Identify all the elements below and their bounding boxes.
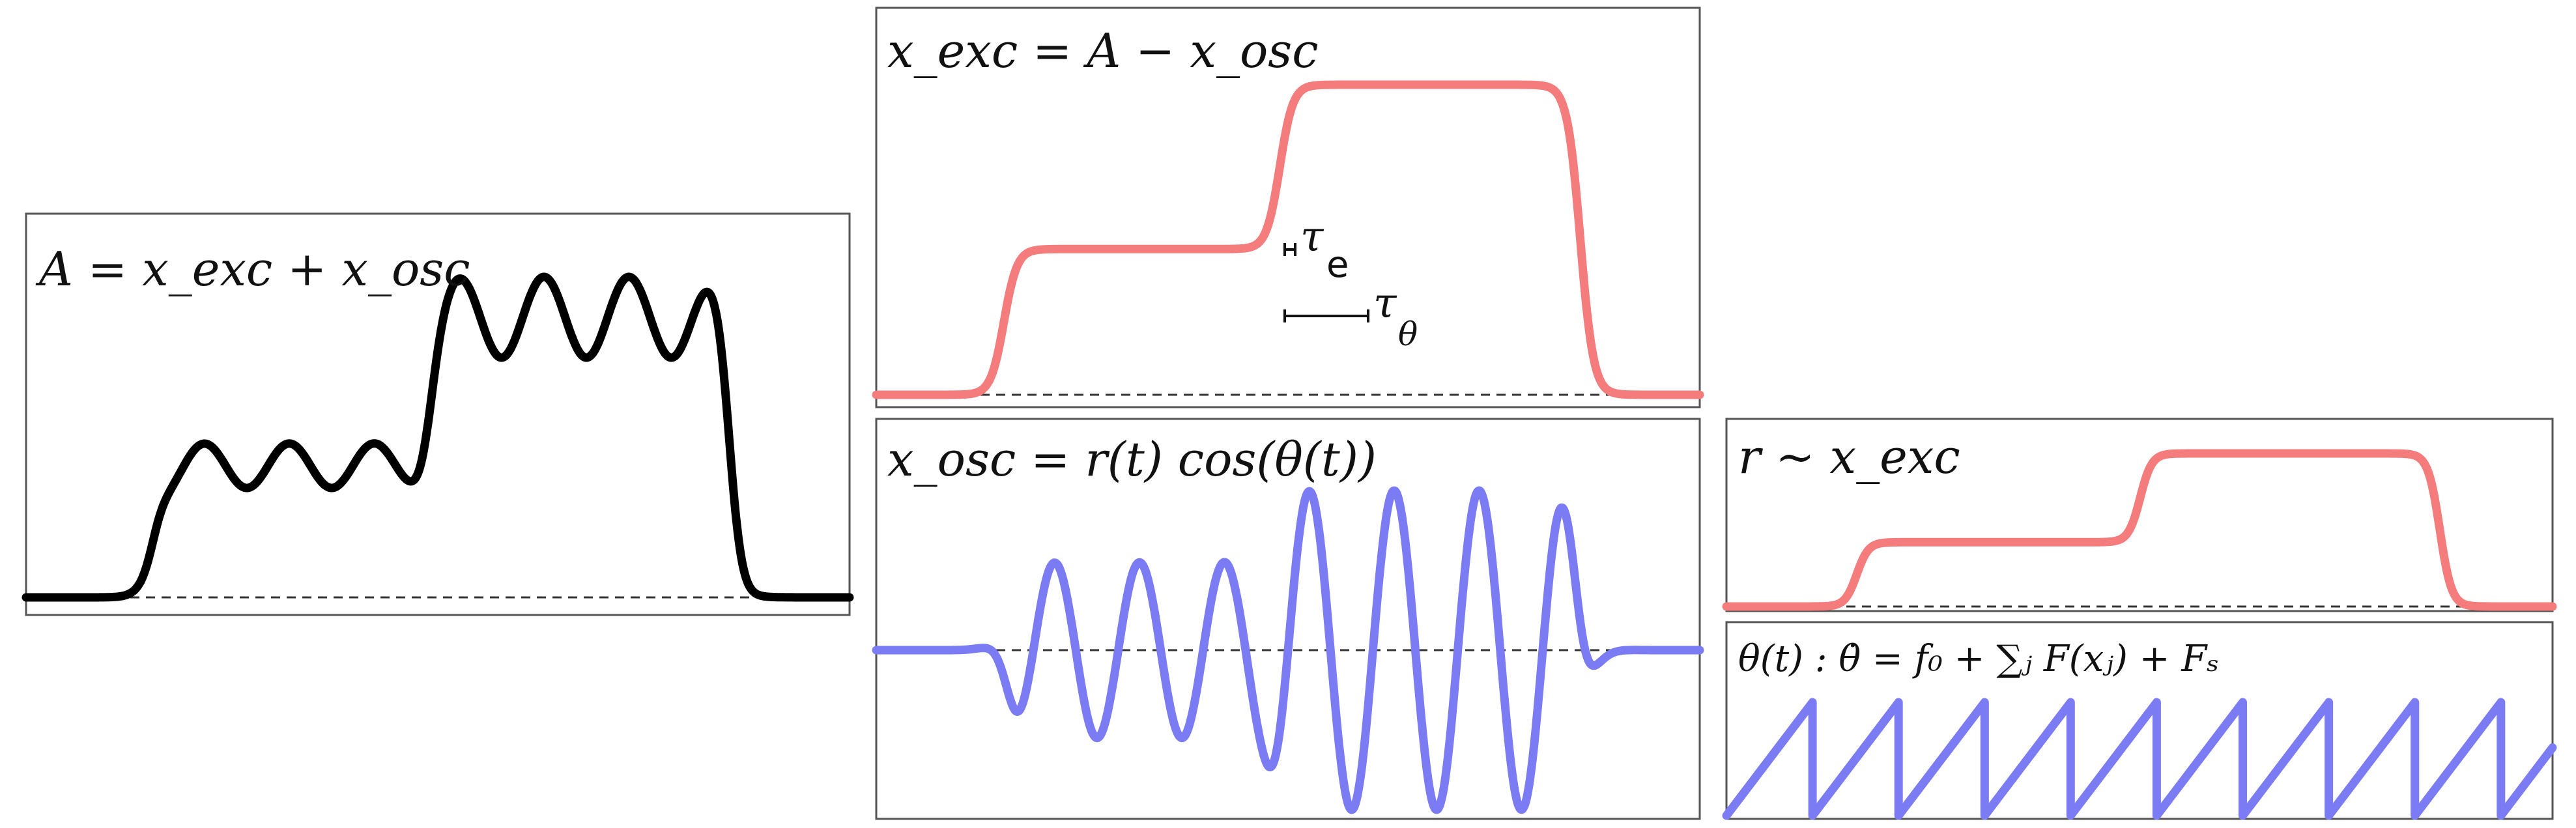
panel-excitatory: x_exc = A − x_osc τ e τ θ xyxy=(872,7,1704,408)
phase-sawtooth-curve xyxy=(1722,698,2557,820)
panel-amplitude: r ~ x_exc xyxy=(1722,418,2557,612)
panel-oscillatory: x_osc = r(t) cos(θ(t)) xyxy=(872,418,1704,820)
panel-oscillatory-label: x_osc = r(t) cos(θ(t)) xyxy=(887,432,1377,487)
panel-phase-frame xyxy=(1725,621,2554,820)
tau-theta-annotation: τ θ xyxy=(1283,279,1418,353)
panel-amplitude-frame xyxy=(1725,418,2554,612)
excitatory-signal-curve xyxy=(872,80,1704,399)
panel-phase: θ(t) : θ̇ = f₀ + ∑ⱼ F(xⱼ) + Fₛ xyxy=(1722,621,2557,820)
tau-e-annotation: τ e xyxy=(1283,213,1349,286)
tau-e-symbol: τ xyxy=(1300,213,1324,261)
panel-total-frame xyxy=(25,212,851,616)
oscillatory-signal-curve xyxy=(872,486,1704,814)
panel-oscillatory-frame xyxy=(875,418,1701,820)
panel-excitatory-label: x_exc = A − x_osc xyxy=(887,23,1319,78)
amplitude-signal-curve xyxy=(1722,449,2557,611)
panel-amplitude-label: r ~ x_exc xyxy=(1738,429,1960,484)
panel-total: A = x_exc + x_osc xyxy=(21,212,854,616)
total-signal-curve xyxy=(21,272,854,602)
panel-phase-label: θ(t) : θ̇ = f₀ + ∑ⱼ F(xⱼ) + Fₛ xyxy=(1738,638,2219,680)
tau-theta-symbol: τ xyxy=(1373,279,1397,328)
panel-total-label: A = x_exc + x_osc xyxy=(35,242,470,296)
tau-e-subscript: e xyxy=(1326,244,1349,286)
panel-excitatory-frame xyxy=(875,7,1701,408)
tau-theta-subscript: θ xyxy=(1398,315,1418,353)
